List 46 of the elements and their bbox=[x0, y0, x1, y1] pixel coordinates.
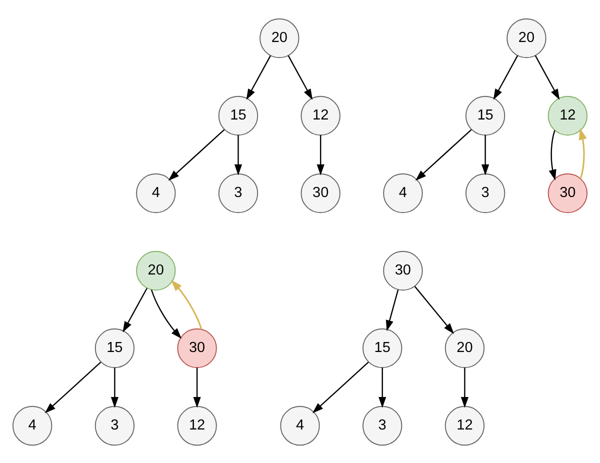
node-circle: 4 bbox=[383, 172, 423, 213]
arrow bbox=[312, 361, 369, 413]
node-circle: 4 bbox=[280, 405, 320, 446]
arrow bbox=[288, 54, 313, 100]
arrow bbox=[460, 367, 469, 408]
node-circle: 3 bbox=[94, 405, 135, 446]
arrow bbox=[170, 279, 202, 330]
node-circle: 4 bbox=[136, 172, 176, 213]
arrow bbox=[150, 289, 182, 338]
node-circle: 12 bbox=[177, 405, 217, 446]
node-circle: 20 bbox=[506, 18, 546, 58]
arrow bbox=[316, 134, 324, 175]
arrow bbox=[414, 286, 454, 334]
node-circle: 15 bbox=[465, 95, 506, 136]
node-circle: 20 bbox=[444, 328, 485, 368]
node-circle: 15 bbox=[362, 328, 402, 368]
node-circle: 15 bbox=[94, 328, 135, 368]
arrow bbox=[578, 128, 587, 178]
arrow bbox=[246, 54, 271, 100]
arrow bbox=[122, 287, 148, 332]
node-circle: 4 bbox=[12, 405, 52, 446]
node-circle: 3 bbox=[465, 172, 506, 213]
arrow bbox=[44, 361, 102, 413]
node-circle: 20 bbox=[136, 250, 176, 290]
arrow bbox=[415, 128, 472, 180]
arrow bbox=[193, 367, 201, 408]
node-circle: 30 bbox=[177, 328, 217, 368]
arrow bbox=[481, 134, 490, 175]
node-circle: 3 bbox=[218, 172, 258, 213]
node-circle: 20 bbox=[260, 18, 300, 58]
node-circle: 30 bbox=[383, 250, 423, 290]
node-circle: 12 bbox=[300, 95, 340, 136]
arrow bbox=[168, 128, 225, 180]
node-circle: 30 bbox=[548, 172, 588, 213]
node-circle: 12 bbox=[444, 405, 485, 446]
node-circle: 30 bbox=[300, 172, 340, 213]
arrow bbox=[493, 54, 518, 100]
arrow bbox=[110, 367, 119, 408]
node-circle: 3 bbox=[362, 405, 402, 446]
arrow bbox=[548, 130, 556, 180]
node-circle: 12 bbox=[548, 95, 588, 136]
arrow bbox=[234, 134, 242, 175]
arrow bbox=[534, 54, 560, 100]
arrow bbox=[386, 289, 399, 331]
node-circle: 15 bbox=[218, 95, 258, 136]
arrow bbox=[378, 367, 386, 408]
